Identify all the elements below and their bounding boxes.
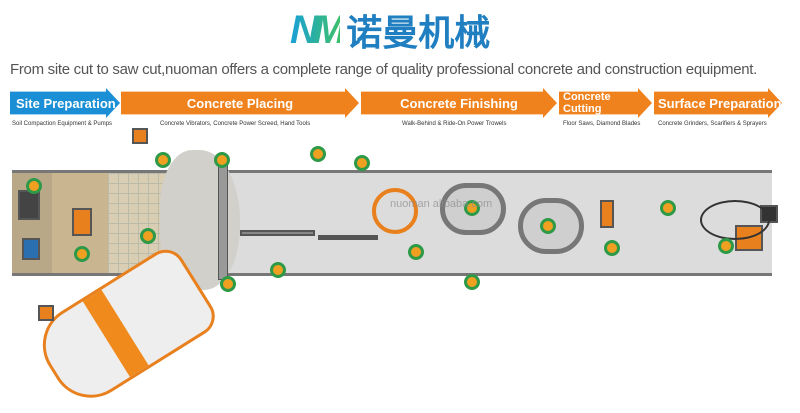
worker — [660, 200, 676, 216]
worker — [464, 274, 480, 290]
plate-compactor — [18, 190, 40, 220]
worker — [464, 200, 480, 216]
power-screed — [218, 160, 228, 280]
hand-screed — [240, 230, 315, 236]
worker — [604, 240, 620, 256]
stage-label: Surface Preparation — [658, 95, 782, 111]
stage-label: Site Preparation — [16, 95, 116, 111]
rammer — [72, 208, 92, 236]
worker — [220, 276, 236, 292]
truck-drum-band — [82, 289, 149, 377]
tagline: From site cut to saw cut,nuoman offers a… — [10, 61, 758, 78]
logo-text: 诺曼机械 — [346, 13, 491, 54]
worker — [718, 238, 734, 254]
bull-float — [318, 235, 378, 240]
worker — [26, 178, 42, 194]
walk-behind-trowel — [372, 188, 418, 234]
vacuum-hose — [700, 200, 770, 240]
stage-label: Concrete Finishing — [400, 95, 518, 111]
stage-arrow-concrete-placing: Concrete Placing — [121, 88, 359, 118]
stage-description: Concrete Vibrators, Concrete Power Scree… — [160, 121, 311, 127]
vibrator — [38, 305, 54, 321]
logo-mark: NM — [290, 7, 346, 52]
stage-arrow-concrete-finishing: Concrete Finishing — [361, 88, 557, 118]
stage-arrow-concrete-cutting: Concrete Cutting — [559, 88, 652, 118]
worker — [214, 152, 230, 168]
worker — [354, 155, 370, 171]
stage-label: Concrete Cutting — [563, 91, 611, 115]
worker — [310, 146, 326, 162]
stage-arrow-site-preparation: Site Preparation — [10, 88, 120, 118]
stage-description: Floor Saws, Diamond Blades — [563, 121, 641, 127]
pump — [22, 238, 40, 260]
worker — [155, 152, 171, 168]
stage-arrow-surface-preparation: Surface Preparation — [654, 88, 782, 118]
stage-description: Soil Compaction Equipment & Pumps — [12, 121, 113, 127]
vibrator-motor — [132, 128, 148, 144]
stage-label: Concrete Placing — [186, 95, 294, 111]
brand-logo: NM 诺曼机械 — [290, 7, 490, 55]
worker — [408, 244, 424, 260]
worker — [270, 262, 286, 278]
watermark: nuoman alibaba.com — [390, 198, 493, 210]
floor-saw — [600, 200, 614, 228]
stage-description: Concrete Grinders, Scarifiers & Sprayers — [658, 121, 767, 127]
worker — [74, 246, 90, 262]
worker — [140, 228, 156, 244]
worker — [540, 218, 556, 234]
stage-description: Walk-Behind & Ride-On Power Trowels — [402, 121, 507, 127]
